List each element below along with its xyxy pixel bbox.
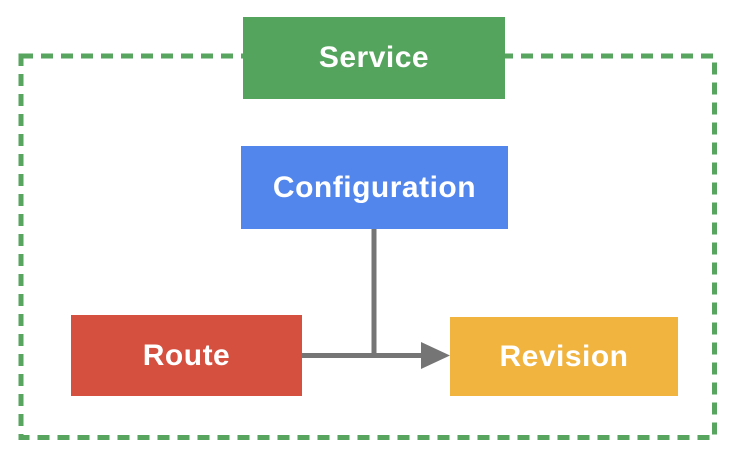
node-configuration: Configuration: [241, 146, 508, 229]
arrowhead-icon: [421, 342, 450, 369]
node-route-label: Route: [142, 338, 231, 372]
node-configuration-label: Configuration: [272, 170, 477, 204]
node-revision: Revision: [450, 317, 678, 396]
node-service-label: Service: [318, 41, 430, 74]
node-service: Service: [243, 17, 505, 99]
node-revision-label: Revision: [499, 339, 629, 373]
node-route: Route: [71, 315, 302, 396]
